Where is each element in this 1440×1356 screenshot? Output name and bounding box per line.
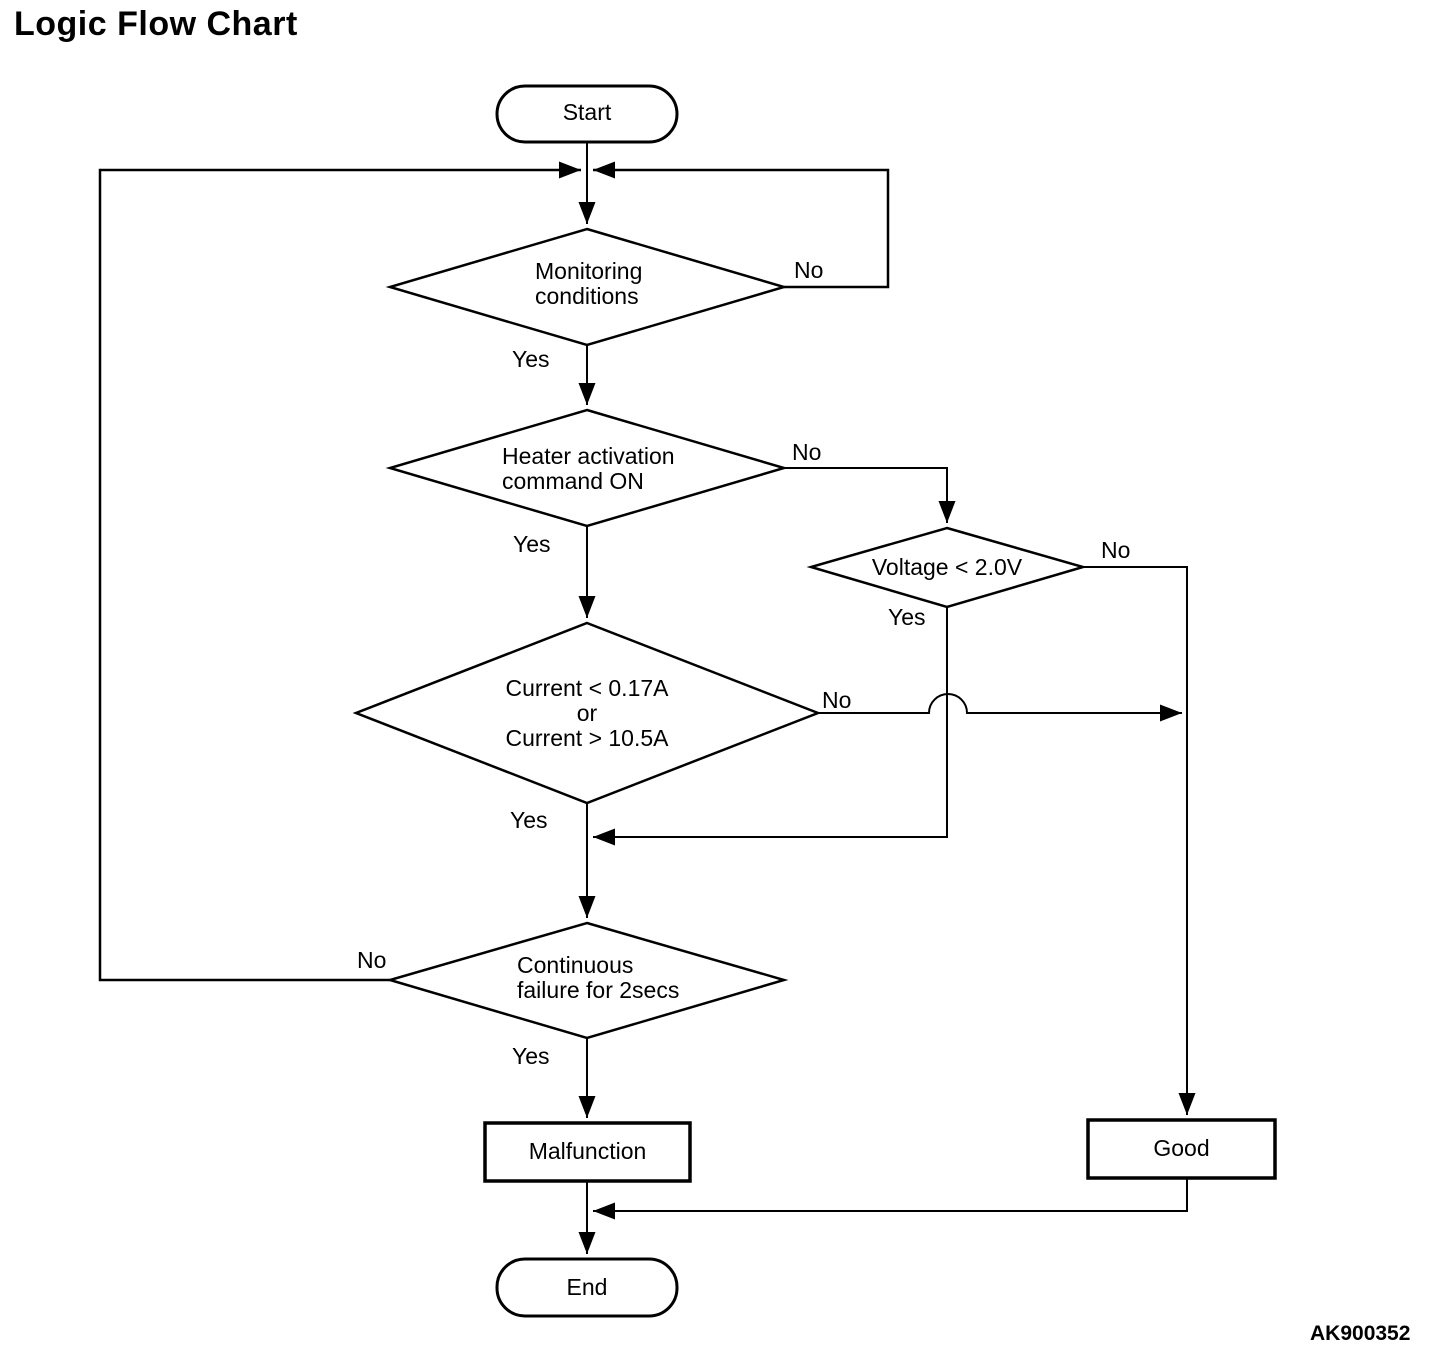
edge-good-merge-to-end bbox=[593, 1178, 1188, 1220]
monitoring-yes-label: Yes bbox=[512, 346, 550, 372]
continuous-no-label: No bbox=[357, 947, 387, 973]
voltage-node-label: Voltage < 2.0V bbox=[871, 554, 1023, 580]
heater-yes-label: Yes bbox=[513, 531, 551, 557]
monitoring-no-label: No bbox=[794, 257, 824, 283]
start-terminator-shape bbox=[495, 84, 679, 144]
monitoring-conditions-decision-shape bbox=[385, 227, 789, 347]
page-title: Logic Flow Chart bbox=[14, 5, 298, 43]
current-decision-shape bbox=[352, 621, 822, 805]
figure-code: AK900352 bbox=[1310, 1322, 1411, 1345]
continuous-failure-decision-shape bbox=[385, 921, 789, 1040]
end-node-label: End bbox=[566, 1274, 608, 1300]
current-no-label: No bbox=[822, 687, 852, 713]
heater-no-label: No bbox=[792, 439, 822, 465]
voltage-decision-shape bbox=[806, 526, 1088, 609]
continuous-yes-label: Yes bbox=[512, 1043, 550, 1069]
malfunction-process-shape bbox=[483, 1121, 692, 1183]
monitoring-conditions-node-label: Monitoring conditions bbox=[535, 258, 643, 309]
edge-heater-no-to-voltage bbox=[784, 467, 956, 523]
continuous-failure-node-label: Continuous failure for 2secs bbox=[517, 952, 680, 1003]
heater-activation-node-label: Heater activation command ON bbox=[502, 443, 675, 494]
edge-monitoring-no-feedback-loop bbox=[593, 161, 890, 289]
end-terminator-shape bbox=[495, 1257, 679, 1318]
edge-current-no-with-line-jump bbox=[818, 693, 1182, 722]
malfunction-node-label: Malfunction bbox=[528, 1138, 647, 1164]
good-process-shape bbox=[1086, 1118, 1277, 1180]
current-node-label: Current < 0.17A or Current > 10.5A bbox=[505, 675, 669, 751]
heater-activation-decision-shape bbox=[385, 408, 789, 528]
start-node-label: Start bbox=[562, 99, 612, 125]
good-node-label: Good bbox=[1153, 1135, 1210, 1161]
voltage-no-label: No bbox=[1101, 537, 1131, 563]
voltage-yes-label: Yes bbox=[888, 604, 926, 630]
edge-voltage-no-to-good bbox=[1083, 566, 1196, 1115]
current-yes-label: Yes bbox=[510, 807, 548, 833]
edge-continuous-no-feedback-loop bbox=[98, 161, 581, 982]
edge-voltage-yes-merge bbox=[593, 607, 948, 846]
